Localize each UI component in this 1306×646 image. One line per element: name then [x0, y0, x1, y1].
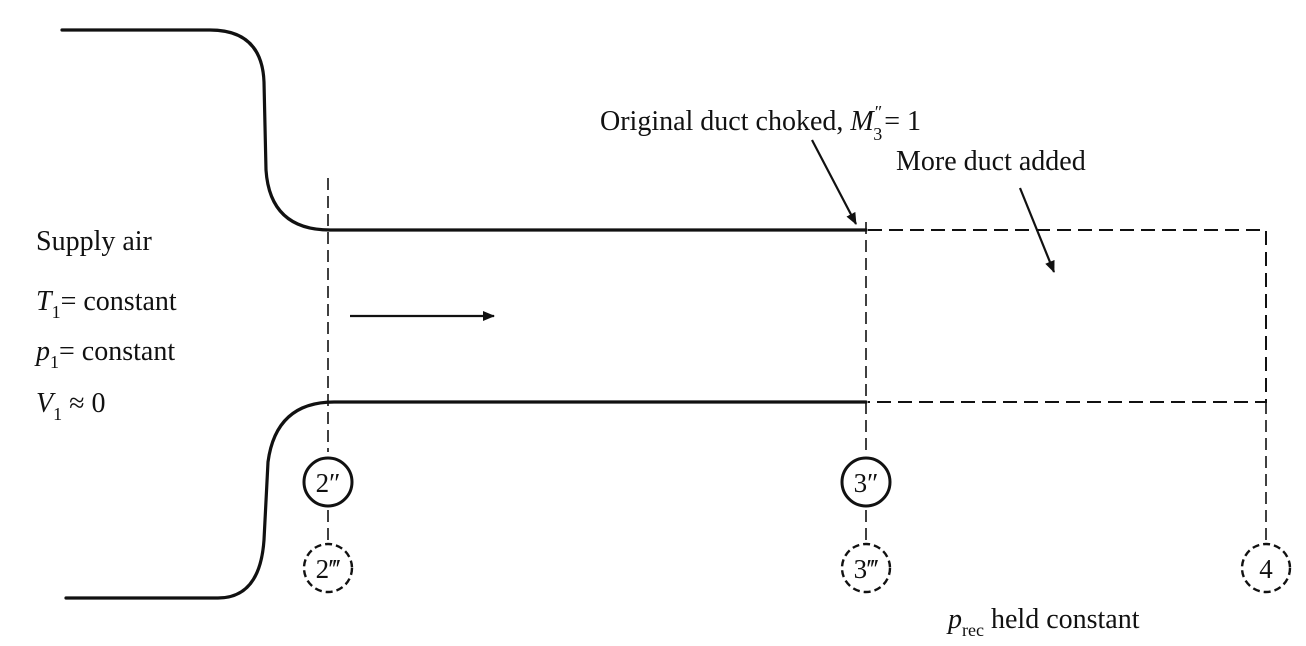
choked-sup: ″ [875, 102, 883, 122]
p1-condition: p1= constant [34, 336, 175, 372]
choked-pointer-arrow [811, 139, 857, 225]
v1-sub: 1 [53, 404, 62, 424]
choked-var: M [849, 106, 875, 137]
v1-text: ≈ 0 [62, 388, 105, 419]
t1-condition: T1= constant [36, 286, 177, 322]
prec-annotation: prec held constant [946, 604, 1140, 640]
station-2ppp-marker: 2‴ [302, 542, 354, 594]
v1-condition: V1 ≈ 0 [36, 388, 105, 424]
prec-var: p [946, 604, 962, 635]
lower-nozzle-wall [64, 400, 868, 600]
station-3ppp-label: 3‴ [854, 554, 879, 584]
t1-var: T [36, 286, 54, 317]
p1-var: p [34, 336, 50, 367]
choked-suffix: = 1 [884, 106, 921, 137]
choked-annotation: Original duct choked, M″3= 1 [600, 102, 921, 144]
station-2ppp-label: 2‴ [316, 554, 341, 584]
p1-text: = constant [59, 336, 175, 367]
station-2pp-marker: 2″ [302, 456, 354, 508]
prec-sub: rec [962, 620, 984, 640]
upper-nozzle-wall [60, 28, 868, 232]
supply-air-label: Supply air [36, 226, 153, 257]
t1-text: = constant [61, 286, 177, 317]
choked-prefix: Original duct choked, [600, 106, 850, 137]
v1-var: V [36, 388, 56, 419]
station-4-marker: 4 [1240, 542, 1292, 594]
station-4-label: 4 [1259, 554, 1273, 584]
p1-sub: 1 [50, 352, 59, 372]
more-duct-annotation: More duct added [896, 146, 1086, 177]
t1-sub: 1 [52, 302, 61, 322]
station-3pp-label: 3″ [854, 468, 879, 498]
station-3pp-marker: 3″ [840, 456, 892, 508]
choked-sub: 3 [873, 124, 882, 144]
prec-text: held constant [984, 604, 1140, 635]
station-2pp-label: 2″ [316, 468, 341, 498]
station-3ppp-marker: 3‴ [840, 542, 892, 594]
added-duct-outline [868, 229, 1267, 403]
more-duct-pointer-arrow [1018, 187, 1056, 273]
